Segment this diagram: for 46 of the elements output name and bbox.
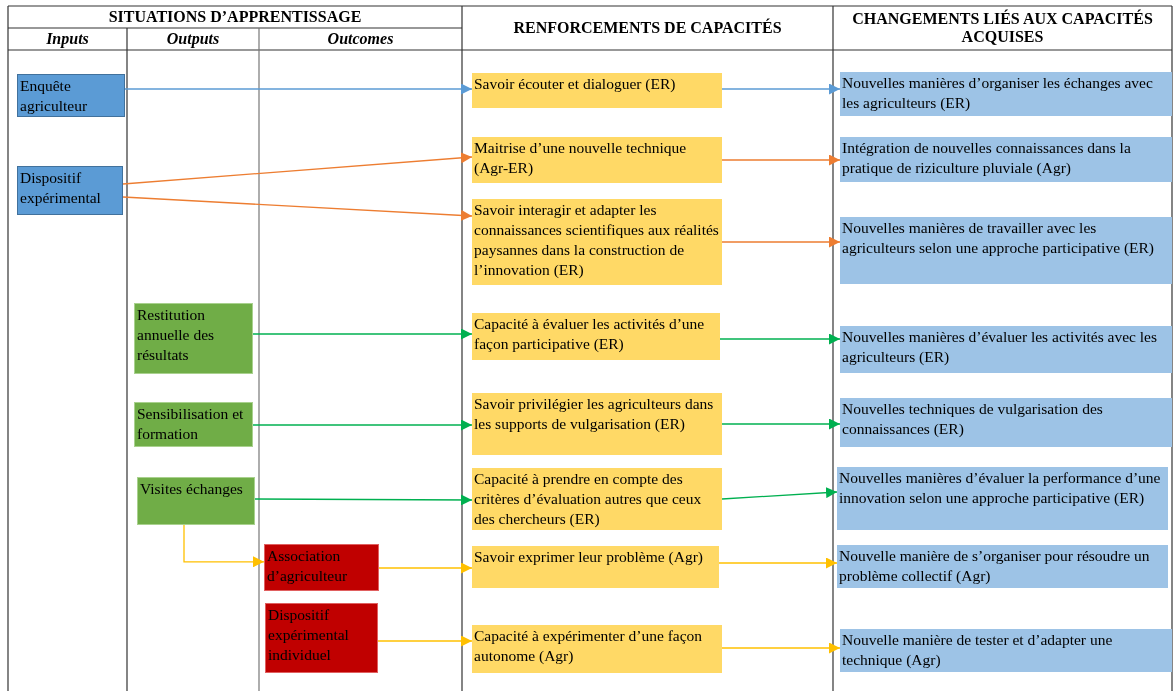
change-box: Intégration de nouvelles connaissances dans la pratique de riziculture pluviale (Agr)	[840, 137, 1172, 182]
column-header: CHANGEMENTS LIÉS AUX CAPACITÉS ACQUISES	[851, 10, 1154, 46]
output-box: Restitution annuelle des résultats	[134, 303, 253, 374]
arrow	[377, 635, 473, 647]
column-header: Inputs	[46, 30, 89, 48]
arrow	[721, 642, 841, 654]
column-header: SITUATIONS D’APPRENTISSAGE	[108, 8, 362, 26]
arrow	[721, 487, 838, 500]
change-box: Nouvelle manière de s’organiser pour résoudre un problème collectif (Agr)	[837, 545, 1168, 588]
input-box: Enquête agriculteur	[17, 74, 125, 117]
arrow	[122, 196, 473, 221]
change-box: Nouvelles manières de travailler avec les agriculteurs selon une approche participative (ER)	[840, 217, 1172, 284]
arrow	[122, 152, 473, 185]
outcome-box: Dispositif expérimental individuel	[265, 603, 378, 673]
capacity-box: Capacité à expérimenter d’une façon autonome (Agr)	[472, 625, 722, 673]
arrow	[721, 236, 841, 248]
capacity-box: Maitrise d’une nouvelle technique (Agr-ER)	[472, 137, 722, 183]
capacity-box: Savoir écouter et dialoguer (ER)	[472, 73, 722, 108]
arrow	[183, 524, 265, 568]
outcome-box: Association d’agriculteur	[264, 544, 379, 591]
arrow	[721, 418, 841, 430]
capacity-box: Capacité à prendre en compte des critères d’évaluation autres que ceux des chercheurs (ER)	[472, 468, 722, 530]
capacity-box: Savoir exprimer leur problème (Agr)	[472, 546, 719, 588]
input-box: Dispositif expérimental	[17, 166, 123, 215]
change-box: Nouvelles manières d’organiser les échanges avec les agriculteurs (ER)	[840, 72, 1172, 116]
arrow	[719, 333, 841, 345]
arrow	[718, 557, 838, 569]
capacity-box: Savoir interagir et adapter les connaissances scientifiques aux réalités paysannes dans la construction de l’innovation (ER)	[472, 199, 722, 285]
change-box: Nouvelle manière de tester et d’adapter une technique (Agr)	[840, 629, 1172, 672]
capacity-box: Savoir privilégier les agriculteurs dans les supports de vulgarisation (ER)	[472, 393, 722, 455]
change-box: Nouvelles techniques de vulgarisation des connaissances (ER)	[840, 398, 1172, 447]
output-box: Visites échanges	[137, 477, 255, 525]
change-box: Nouvelles manières d’évaluer la performance d’une innovation selon une approche participative (ER)	[837, 467, 1168, 530]
arrow	[378, 562, 473, 574]
capacity-box: Capacité à évaluer les activités d’une façon participative (ER)	[472, 313, 720, 360]
change-box: Nouvelles manières d’évaluer les activités avec les agriculteurs (ER)	[840, 326, 1172, 373]
column-header: Outputs	[166, 30, 220, 48]
arrow	[252, 419, 473, 431]
arrow	[252, 328, 473, 340]
arrow	[721, 154, 841, 166]
column-header: RENFORCEMENTS DE CAPACITÉS	[513, 19, 782, 37]
arrow	[254, 494, 473, 506]
column-header: Outcomes	[327, 30, 394, 48]
output-box: Sensibilisation et formation	[134, 402, 253, 447]
arrow	[721, 83, 841, 95]
arrow	[124, 83, 473, 95]
